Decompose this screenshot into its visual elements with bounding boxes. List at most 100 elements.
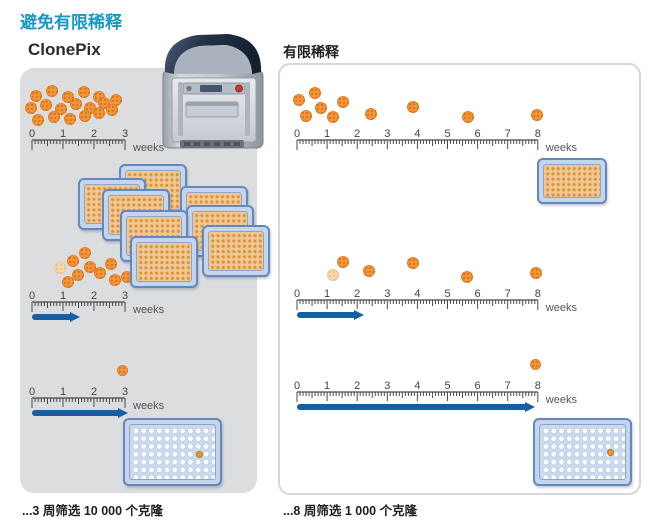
clonepix-source-plate-stack-wells [136,242,192,282]
dilution-initial-colonies-colony-dot [531,109,543,121]
dilution-progress-week2 [297,310,364,320]
svg-text:1: 1 [324,128,330,140]
svg-text:3: 3 [122,128,128,140]
svg-text:1: 1 [324,288,330,300]
svg-text:3: 3 [122,290,128,302]
dilution-initial-colonies-colony-dot [337,96,349,108]
svg-text:weeks: weeks [545,302,578,314]
clonepix-initial-cluster-colony-dot [46,85,58,97]
page-title: 避免有限稀释 [20,13,122,32]
svg-text:2: 2 [91,386,97,398]
svg-text:8: 8 [535,380,541,392]
svg-text:7: 7 [505,288,511,300]
clonepix-initial-cluster-colony-dot [110,94,122,106]
dilution-subcloned-colonies-colony-dot [363,265,375,277]
clonepix-initial-cluster-colony-dot [30,90,42,102]
dilution-subcloned-colonies-colony-dot [337,256,349,268]
svg-text:0: 0 [294,128,300,140]
dilution-initial-colonies-colony-dot [309,87,321,99]
svg-text:weeks: weeks [132,304,165,316]
clonepix-picked-cluster-colony-dot [105,258,117,270]
limited-dilution-caption: ...8 周筛选 1 000 个克隆 [283,504,418,518]
svg-text:weeks: weeks [545,394,578,406]
clonepix-source-plate-stack [130,236,198,288]
clonepix-initial-cluster-colony-dot [79,110,91,122]
clonepix-picked-cluster-colony-dot [67,255,79,267]
dilution-initial-colonies-colony-dot [300,110,312,122]
svg-text:3: 3 [384,128,390,140]
svg-text:3: 3 [122,386,128,398]
svg-text:4: 4 [414,128,420,140]
clonepix-pick-plate-wells [129,424,216,480]
dilution-subcloned-colonies-colony-dot [407,257,419,269]
dilution-subcloned-colonies-colony-dot [461,271,473,283]
dilution-final-clone-colony-dot [529,358,541,370]
svg-text:1: 1 [60,290,66,302]
clonepix-ruler-1: 0 1 2 3 weeks [29,128,165,154]
svg-text:6: 6 [475,380,481,392]
svg-text:5: 5 [444,128,450,140]
clonepix-pick-plate [123,418,222,486]
clonepix-progress-week3 [32,408,128,418]
svg-text:0: 0 [294,288,300,300]
svg-text:8: 8 [535,288,541,300]
clonepix-source-plate-stack [202,225,270,277]
clonepix-pick-plate-selected-well [196,451,203,458]
svg-text:7: 7 [505,128,511,140]
svg-text:weeks: weeks [545,142,578,154]
svg-text:0: 0 [29,290,35,302]
dilution-initial-colonies-colony-dot [315,102,327,114]
clonepix-initial-cluster-colony-dot [106,104,118,116]
svg-text:3: 3 [384,288,390,300]
dilution-ruler-1: 0 1 2 3 4 5 6 7 8 weeks [294,128,578,154]
dilution-initial-colonies-colony-dot [293,94,305,106]
svg-text:8: 8 [535,128,541,140]
clonepix-initial-cluster-colony-dot [64,113,76,125]
clonepix-initial-cluster-colony-dot [78,86,90,98]
dilution-pick-plate-selected-well [607,449,614,456]
clonepix-caption: ...3 周筛选 10 000 个克隆 [22,504,164,518]
dilution-initial-colonies-colony-dot [462,111,474,123]
clonepix-picked-cluster-colony-dot [84,261,96,273]
clonepix-picked-cluster-colony-dot [94,267,106,279]
svg-text:0: 0 [294,380,300,392]
clonepix-initial-cluster-colony-dot [70,98,82,110]
svg-text:1: 1 [60,386,66,398]
svg-text:0: 0 [29,128,35,140]
limited-dilution-heading: 有限稀释 [283,44,339,60]
svg-text:1: 1 [60,128,66,140]
clonepix-ruler-2: 0 1 2 3 weeks [29,290,165,316]
clonepix-picked-cluster-colony-dot [109,274,121,286]
svg-text:weeks: weeks [132,142,165,154]
dilution-pick-plate [533,418,632,486]
arrow-head [118,408,128,418]
clonepix-picked-cluster-colony-dot [54,262,66,274]
svg-text:4: 4 [414,380,420,392]
svg-text:2: 2 [354,288,360,300]
clonepix-final-clone-colony-dot [116,364,128,376]
clonepix-picked-cluster-colony-dot [72,269,84,281]
svg-text:weeks: weeks [132,400,165,412]
arrow-bar [32,314,70,320]
clonepix-picked-cluster-colony-dot [62,276,74,288]
svg-text:6: 6 [475,288,481,300]
clonepix-instrument-icon [162,34,264,149]
svg-text:2: 2 [354,380,360,392]
clonepix-picked-cluster-colony-dot [79,247,91,259]
svg-text:2: 2 [91,290,97,302]
svg-text:4: 4 [414,288,420,300]
svg-text:5: 5 [444,380,450,392]
dilution-source-plate [537,158,607,204]
svg-text:6: 6 [475,128,481,140]
clonepix-initial-cluster-colony-dot [93,107,105,119]
clonepix-heading: ClonePix [28,40,101,59]
arrow-bar [297,312,354,318]
arrow-head [354,310,364,320]
arrow-head [525,402,535,412]
dilution-progress-week8 [297,402,535,412]
svg-text:3: 3 [384,380,390,392]
svg-text:2: 2 [91,128,97,140]
svg-text:2: 2 [354,128,360,140]
